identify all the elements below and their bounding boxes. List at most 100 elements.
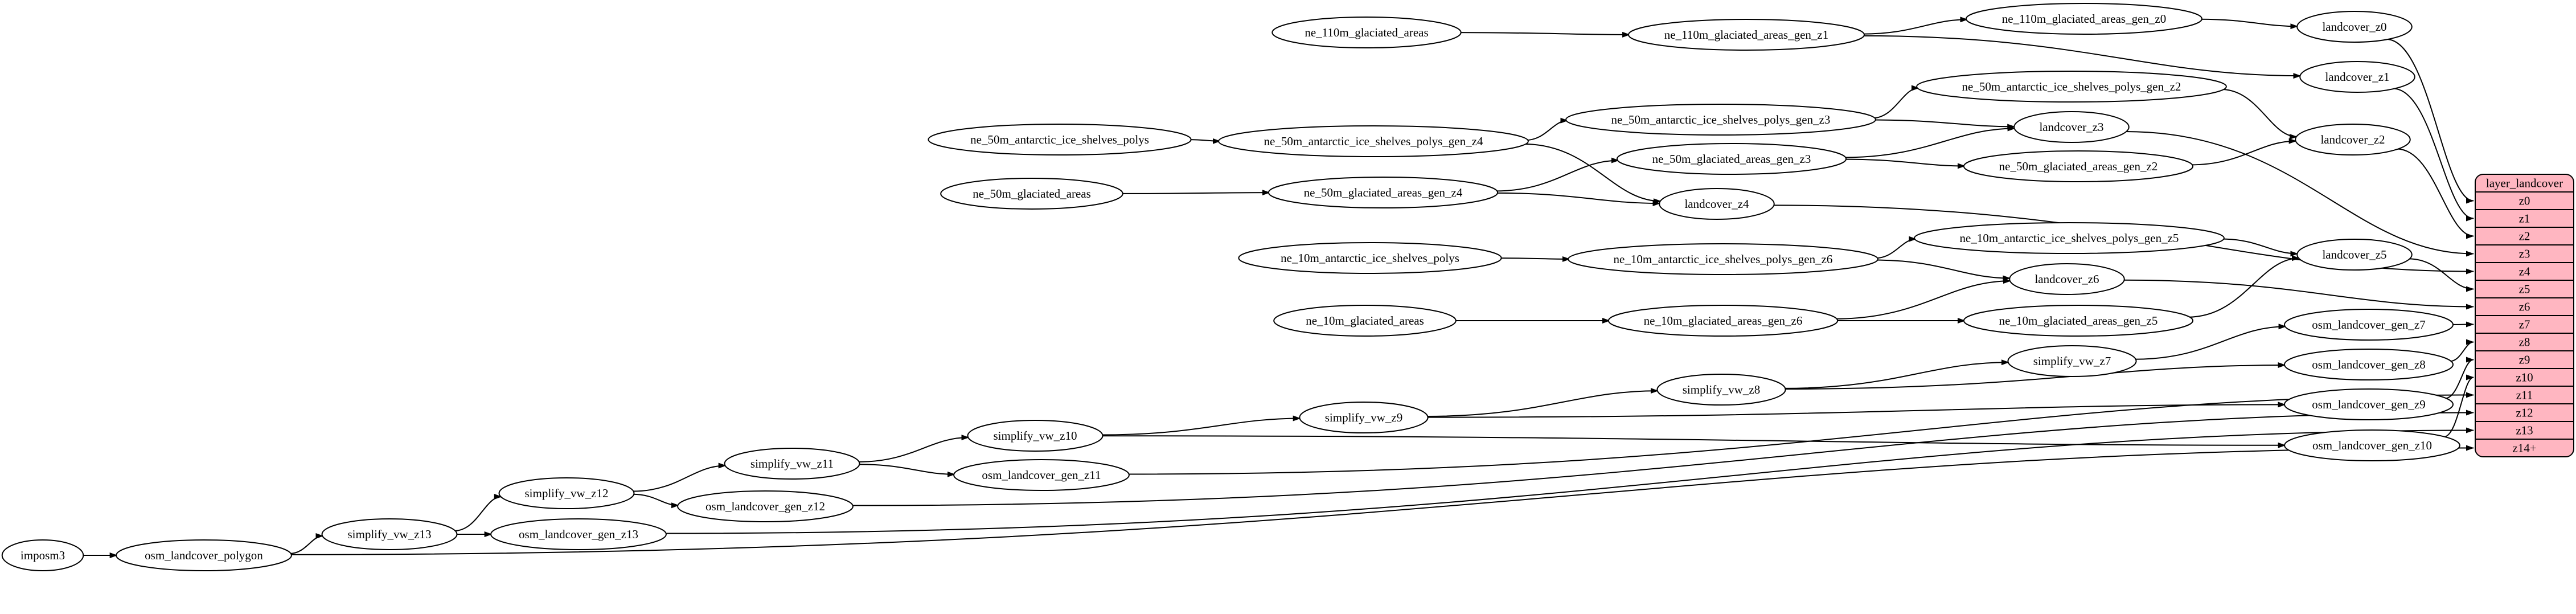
- table-row-z2: z2: [2519, 230, 2530, 243]
- graph-node-ne_110m_glaciated_areas_gen_z0: ne_110m_glaciated_areas_gen_z0: [1966, 3, 2202, 34]
- graph-node-landcover_z1: landcover_z1: [2300, 62, 2415, 92]
- graph-node-ne_10m_antarctic_ice_shelves_polys: ne_10m_antarctic_ice_shelves_polys: [1238, 243, 1501, 273]
- table-row-z4: z4: [2519, 265, 2530, 279]
- graph-edge-ne_50m_glaciated_areas_gen_z4--landcover_z4: [1495, 193, 1660, 203]
- graph-edge-ne_50m_glaciated_areas_gen_z4--ne_50m_glaciated_areas_gen_z3: [1495, 161, 1619, 191]
- node-label: simplify_vw_z7: [2033, 354, 2111, 368]
- graph-node-ne_50m_antarctic_ice_shelves_polys_gen_z3: ne_50m_antarctic_ice_shelves_polys_gen_z…: [1566, 104, 1876, 135]
- graph-edge-landcover_z1--z1: [2393, 88, 2474, 218]
- graph-edge-landcover_z5--z5: [2409, 259, 2474, 289]
- graph-node-simplify_vw_z13: simplify_vw_z13: [322, 519, 457, 550]
- graph-node-landcover_z0: landcover_z0: [2297, 11, 2412, 42]
- graph-node-osm_landcover_gen_z7: osm_landcover_gen_z7: [2284, 309, 2453, 340]
- graph-node-simplify_vw_z11: simplify_vw_z11: [725, 448, 860, 479]
- node-label: simplify_vw_z8: [1683, 383, 1761, 396]
- table-row-z6: z6: [2519, 300, 2530, 314]
- graph-edge-simplify_vw_z12--simplify_vw_z11: [632, 465, 726, 491]
- node-label: landcover_z4: [1684, 197, 1749, 211]
- graph-edge-ne_50m_glaciated_areas--ne_50m_glaciated_areas_gen_z4: [1121, 193, 1270, 194]
- table-row-z1: z1: [2519, 212, 2530, 226]
- node-label: landcover_z1: [2325, 70, 2389, 84]
- graph-node-ne_110m_glaciated_areas: ne_110m_glaciated_areas: [1272, 17, 1461, 48]
- node-label: osm_landcover_gen_z8: [2312, 358, 2425, 371]
- table-row-z8: z8: [2519, 335, 2530, 349]
- graph-edge-landcover_z0--z0: [2386, 39, 2474, 201]
- node-label: osm_landcover_gen_z13: [519, 527, 638, 541]
- table-row-z0: z0: [2519, 194, 2530, 208]
- graph-node-simplify_vw_z9: simplify_vw_z9: [1299, 402, 1428, 433]
- graph-node-landcover_z4: landcover_z4: [1659, 189, 1774, 219]
- node-label: osm_landcover_gen_z9: [2312, 398, 2425, 411]
- graph-edge-landcover_z6--z6: [2123, 280, 2474, 307]
- node-label: ne_50m_antarctic_ice_shelves_polys_gen_z…: [1962, 80, 2181, 93]
- node-label: simplify_vw_z10: [994, 429, 1077, 443]
- graph-node-osm_landcover_gen_z11: osm_landcover_gen_z11: [954, 460, 1129, 490]
- table-row-z11: z11: [2516, 388, 2533, 402]
- graph-edge-ne_50m_antarctic_ice_shelves_polys_gen_z3--ne_50m_antarctic_ice_shelves_polys_gen_z2: [1872, 88, 1919, 118]
- node-label: ne_50m_antarctic_ice_shelves_polys: [970, 133, 1149, 146]
- node-label: simplify_vw_z9: [1325, 411, 1403, 424]
- graph-node-landcover_z3: landcover_z3: [2014, 112, 2129, 142]
- graph-edge-ne_110m_glaciated_areas_gen_z1--ne_110m_glaciated_areas_gen_z0: [1862, 19, 1968, 34]
- node-label: ne_50m_glaciated_areas_gen_z3: [1652, 152, 1811, 166]
- graph-node-ne_50m_glaciated_areas: ne_50m_glaciated_areas: [941, 178, 1123, 209]
- graph-edge-simplify_vw_z8--simplify_vw_z7: [1784, 362, 2009, 388]
- graph-node-ne_50m_glaciated_areas_gen_z4: ne_50m_glaciated_areas_gen_z4: [1269, 177, 1498, 208]
- graph-node-simplify_vw_z7: simplify_vw_z7: [2008, 346, 2136, 376]
- node-label: ne_50m_glaciated_areas: [973, 187, 1091, 200]
- table-row-z13: z13: [2516, 424, 2533, 437]
- graph-edge-ne_110m_glaciated_areas--ne_110m_glaciated_areas_gen_z1: [1459, 32, 1630, 35]
- node-label: ne_110m_glaciated_areas_gen_z1: [1664, 28, 1828, 42]
- graph-edge-osm_landcover_gen_z12--z12: [851, 413, 2474, 506]
- graph-node-osm_landcover_gen_z12: osm_landcover_gen_z12: [678, 491, 853, 522]
- graph-edge-osm_landcover_gen_z8--z8: [2450, 342, 2474, 362]
- graph-node-ne_10m_glaciated_areas_gen_z5: ne_10m_glaciated_areas_gen_z5: [1964, 305, 2193, 336]
- graph-edge-osm_landcover_polygon--simplify_vw_z13: [289, 536, 323, 554]
- node-label: osm_landcover_gen_z10: [2312, 439, 2432, 452]
- node-label: landcover_z5: [2322, 248, 2386, 261]
- table-row-z10: z10: [2516, 371, 2533, 384]
- node-label: ne_10m_antarctic_ice_shelves_polys_gen_z…: [1614, 252, 1833, 266]
- graph-node-ne_50m_antarctic_ice_shelves_polys_gen_z2: ne_50m_antarctic_ice_shelves_polys_gen_z…: [1917, 71, 2226, 102]
- graph-edge-simplify_vw_z9--simplify_vw_z8: [1426, 391, 1658, 416]
- node-label: osm_landcover_polygon: [145, 548, 263, 562]
- graph-edge-ne_10m_antarctic_ice_shelves_polys--ne_10m_antarctic_ice_shelves_polys_gen_z6: [1499, 258, 1570, 259]
- graph-edge-ne_50m_glaciated_areas_gen_z3--landcover_z3: [1843, 128, 2015, 157]
- node-label: ne_50m_glaciated_areas_gen_z2: [1999, 159, 2158, 173]
- node-label: landcover_z3: [2039, 120, 2103, 134]
- node-label: ne_50m_antarctic_ice_shelves_polys_gen_z…: [1611, 113, 1831, 126]
- table-row-z3: z3: [2519, 247, 2530, 261]
- node-label: osm_landcover_gen_z7: [2312, 318, 2425, 331]
- table-row-z14plus: z14+: [2512, 441, 2536, 455]
- graph-edge-osm_landcover_gen_z13--z13: [664, 431, 2474, 534]
- graph-edge-ne_10m_antarctic_ice_shelves_polys_gen_z5--landcover_z5: [2221, 239, 2298, 254]
- table-row-z5: z5: [2519, 283, 2530, 296]
- graph-edge-simplify_vw_z11--osm_landcover_gen_z11: [858, 464, 955, 474]
- node-label: osm_landcover_gen_z12: [705, 500, 825, 513]
- graph-edge-ne_50m_antarctic_ice_shelves_polys_gen_z2--landcover_z2: [2221, 89, 2297, 137]
- node-label: simplify_vw_z11: [750, 457, 834, 470]
- node-label: ne_110m_glaciated_areas_gen_z0: [2002, 12, 2166, 26]
- graph-edge-simplify_vw_z9--osm_landcover_gen_z9: [1426, 404, 2285, 417]
- table-row-z7: z7: [2519, 318, 2530, 331]
- graph-edge-simplify_vw_z10--simplify_vw_z9: [1101, 418, 1301, 435]
- graph-edge-simplify_vw_z10--osm_landcover_gen_z10: [1101, 436, 2286, 445]
- graph-edge-ne_10m_antarctic_ice_shelves_polys_gen_z6--landcover_z6: [1874, 260, 2010, 279]
- graph-node-osm_landcover_gen_z10: osm_landcover_gen_z10: [2284, 430, 2460, 461]
- node-label: ne_10m_glaciated_areas_gen_z6: [1644, 314, 1803, 328]
- table-row-z9: z9: [2519, 353, 2530, 367]
- node-label: landcover_z6: [2034, 272, 2099, 286]
- graph-edge-ne_110m_glaciated_areas_gen_z1--landcover_z1: [1861, 36, 2300, 76]
- table-title: layer_landcover: [2486, 177, 2563, 190]
- node-label: osm_landcover_gen_z11: [982, 468, 1101, 482]
- graph-edge-ne_110m_glaciated_areas_gen_z0--landcover_z0: [2200, 19, 2298, 26]
- node-label: ne_50m_glaciated_areas_gen_z4: [1304, 186, 1463, 199]
- graph-node-ne_10m_antarctic_ice_shelves_polys_gen_z6: ne_10m_antarctic_ice_shelves_polys_gen_z…: [1568, 244, 1878, 275]
- node-label: simplify_vw_z12: [525, 486, 609, 500]
- graph-node-ne_110m_glaciated_areas_gen_z1: ne_110m_glaciated_areas_gen_z1: [1629, 19, 1864, 50]
- graph-edge-ne_10m_antarctic_ice_shelves_polys_gen_z6--ne_10m_antarctic_ice_shelves_polys_gen_z5: [1874, 239, 1916, 259]
- node-label: ne_10m_glaciated_areas_gen_z5: [1999, 314, 2158, 328]
- graph-node-osm_landcover_gen_z8: osm_landcover_gen_z8: [2284, 349, 2453, 380]
